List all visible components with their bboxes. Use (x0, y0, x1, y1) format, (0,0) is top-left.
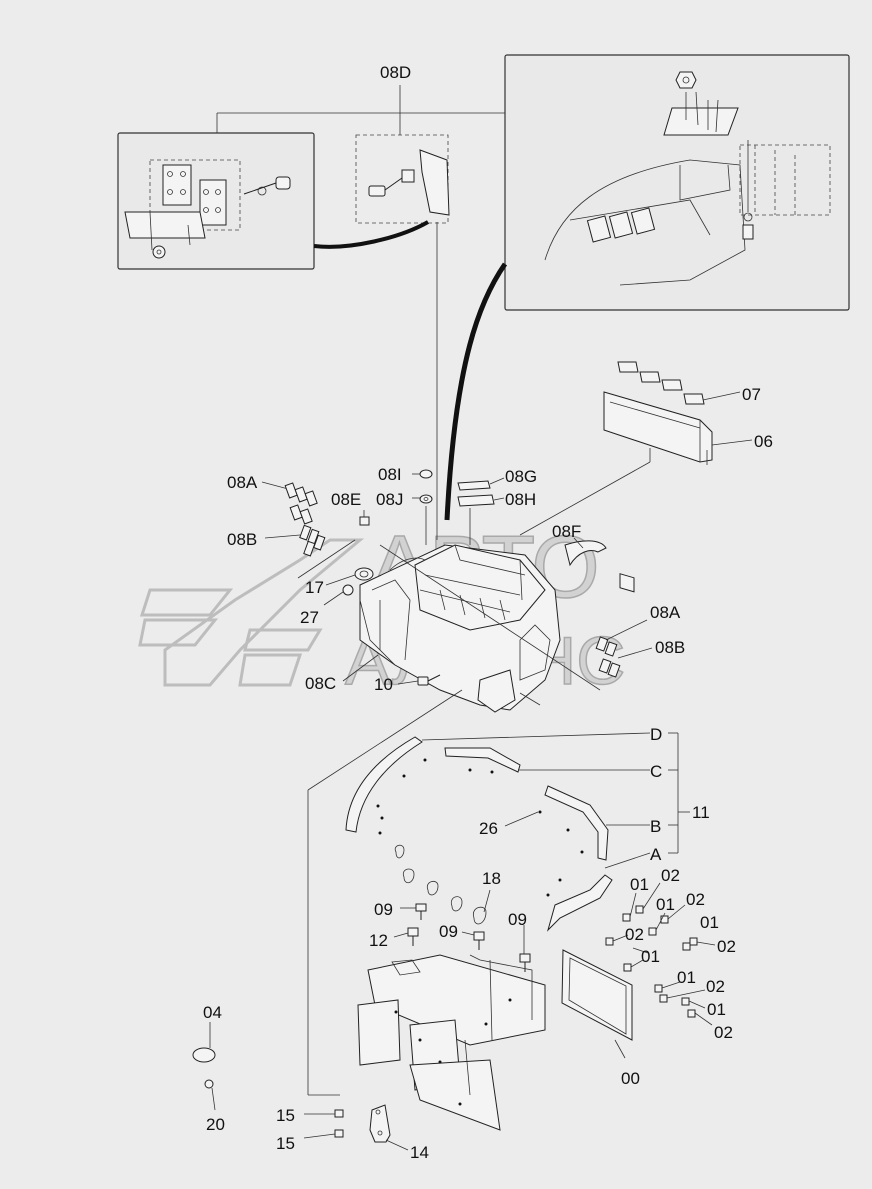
label-08g: 08G (505, 467, 537, 486)
part-plates-08g-08h (457, 477, 505, 545)
label-09-b: 09 (439, 922, 458, 941)
label-08d: 08D (380, 63, 411, 82)
part-17-27 (323, 567, 374, 606)
label-02-a: 02 (661, 866, 680, 885)
leader-08c (342, 654, 379, 682)
part-small-08i-08j (412, 469, 433, 545)
part-clips-08a-08b-right (595, 619, 653, 678)
label-09-c: 09 (508, 910, 527, 929)
part-underside-frame (357, 954, 546, 1131)
label-09-a: 09 (374, 900, 393, 919)
label-18: 18 (482, 869, 501, 888)
part-fastener-holes (376, 758, 584, 897)
label-01-f: 01 (707, 1000, 726, 1019)
label-08i: 08I (378, 465, 402, 484)
detail-box-guard (504, 54, 850, 311)
label-02-b: 02 (686, 890, 705, 909)
leader-lower-left (307, 689, 463, 791)
label-08e: 08E (331, 490, 361, 509)
label-12: 12 (369, 931, 388, 950)
label-02-c: 02 (625, 925, 644, 944)
part-main-frame (359, 544, 561, 713)
label-08a-top: 08A (227, 473, 258, 492)
part-bracket-14-15 (303, 1104, 409, 1151)
label-02-f: 02 (714, 1023, 733, 1042)
label-01-a: 01 (630, 875, 649, 894)
label-a: A (650, 845, 662, 864)
label-00: 00 (621, 1069, 640, 1088)
label-02-e: 02 (706, 977, 725, 996)
part-cover-00 (561, 949, 633, 1059)
part-bolts-01-02 (605, 882, 716, 1026)
leader-08d-tree (216, 85, 505, 135)
label-01-c: 01 (700, 913, 719, 932)
label-10: 10 (374, 675, 393, 694)
label-20: 20 (206, 1115, 225, 1134)
leader-lower-right (519, 692, 541, 706)
label-01-e: 01 (677, 968, 696, 987)
label-07: 07 (742, 385, 761, 404)
leader-07 (702, 391, 741, 401)
part-seals-11 (345, 732, 690, 932)
label-d: D (650, 725, 662, 744)
part-cover-06 (603, 361, 713, 593)
label-27: 27 (300, 608, 319, 627)
part-bolt-10 (397, 674, 441, 686)
watermark-logo (138, 538, 365, 687)
label-08a-right: 08A (650, 603, 681, 622)
label-17: 17 (305, 578, 324, 597)
part-bracket-08f (564, 537, 607, 567)
label-02-d: 02 (717, 937, 736, 956)
label-b: B (650, 817, 661, 836)
part-clips-08a-08b (261, 481, 370, 557)
label-08j: 08J (376, 490, 403, 509)
label-01-d: 01 (641, 947, 660, 966)
label-08h: 08H (505, 490, 536, 509)
part-loops-18 (394, 844, 491, 925)
label-08c: 08C (305, 674, 336, 693)
detail-box-hinge (117, 132, 315, 270)
label-01-b: 01 (656, 895, 675, 914)
label-c: C (650, 762, 662, 781)
detail-link-curve-right (444, 262, 508, 521)
leader-frame-left (297, 539, 356, 579)
leader-26 (504, 811, 539, 827)
label-04: 04 (203, 1003, 222, 1022)
label-26: 26 (479, 819, 498, 838)
label-06: 06 (754, 432, 773, 451)
leader-06-diag (519, 461, 651, 536)
part-plug-04-20 (192, 1022, 216, 1111)
label-15-b: 15 (276, 1134, 295, 1153)
label-14: 14 (410, 1143, 429, 1162)
leader-frame-diag (379, 544, 601, 691)
label-11: 11 (692, 803, 710, 822)
label-15-a: 15 (276, 1106, 295, 1125)
leader-06 (711, 439, 753, 446)
label-08b-right: 08B (655, 638, 685, 657)
part-bolts-09-12 (393, 903, 531, 972)
label-08b-top: 08B (227, 530, 257, 549)
label-08f: 08F (552, 522, 581, 541)
detail-link-curve-left (313, 220, 429, 249)
detail-box-08d (355, 134, 450, 224)
